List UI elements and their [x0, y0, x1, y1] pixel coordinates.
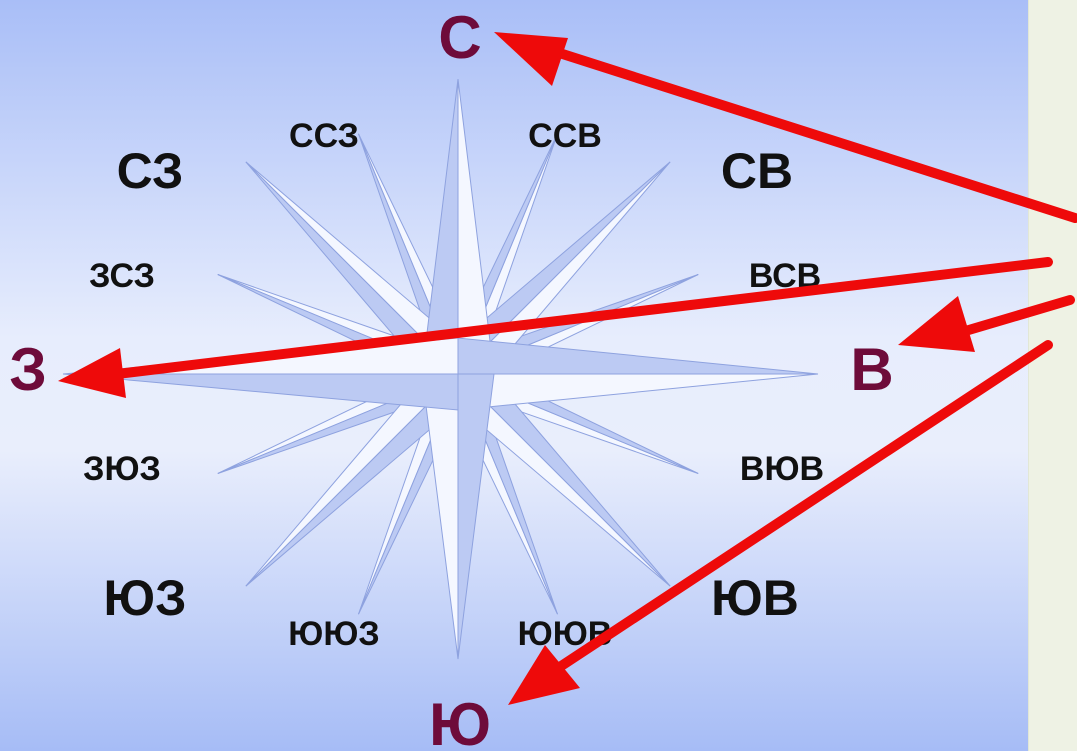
- label-ese: ВЮВ: [740, 450, 824, 488]
- label-nne: ССВ: [528, 117, 602, 155]
- arrow-to-west-line: [87, 257, 1053, 382]
- star-ray-e-light: [457, 373, 819, 411]
- star-ray-s-shade: [457, 373, 495, 660]
- label-nnw: ССЗ: [289, 117, 359, 155]
- arrow-to-north-line: [520, 37, 1077, 223]
- star-ray-e-shade: [457, 337, 819, 375]
- compass-star: [62, 78, 819, 660]
- arrow-to-south-line: [535, 340, 1053, 685]
- pointer-arrows: [58, 32, 1077, 705]
- label-northwest: СЗ: [117, 143, 184, 199]
- arrow-to-south-head: [508, 645, 580, 705]
- label-northeast: СВ: [721, 143, 793, 199]
- label-east: В: [850, 336, 893, 403]
- label-north: С: [438, 4, 481, 71]
- label-wnw: ЗСЗ: [89, 257, 155, 295]
- star-ray-w-shade: [62, 373, 459, 411]
- arrow-to-east-head: [898, 296, 975, 352]
- label-wsw: ЗЮЗ: [83, 450, 161, 488]
- label-south: Ю: [429, 691, 491, 751]
- side-panel: [1028, 0, 1077, 751]
- star-ray-s-light: [421, 373, 459, 660]
- label-west: З: [9, 336, 47, 403]
- label-southeast: ЮВ: [711, 570, 799, 626]
- label-southwest: ЮЗ: [104, 570, 187, 626]
- arrow-to-west-head: [58, 348, 126, 398]
- label-ssw: ЮЮЗ: [288, 615, 379, 653]
- arrow-to-north-head: [494, 32, 568, 86]
